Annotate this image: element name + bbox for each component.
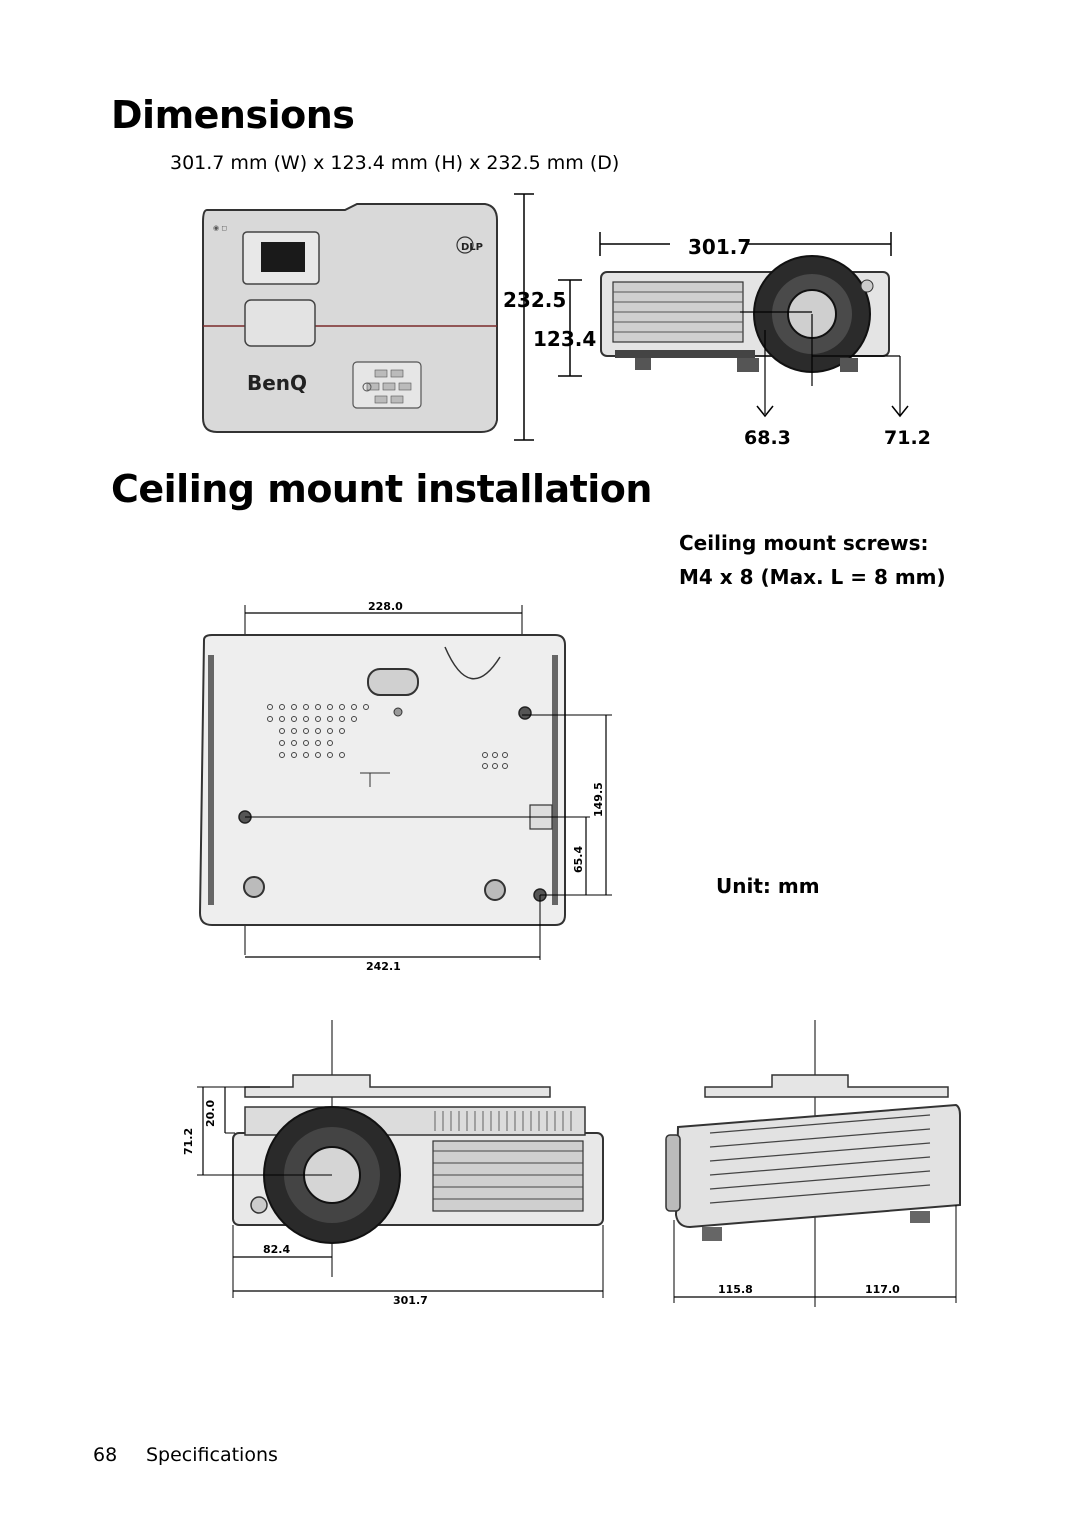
projector-front-view [599,232,909,418]
front-left-inner-label: 20.0 [204,1100,217,1127]
screws-label: Ceiling mount screws: [679,531,929,555]
depth-dimension-line [514,193,582,441]
lens-center-left-label: 68.3 [744,427,791,449]
page-number: 68 [93,1444,118,1466]
bottom-right-lower-label: 65.4 [572,846,585,873]
screws-spec: M4 x 8 (Max. L = 8 mm) [679,565,946,589]
dimensions-spec: 301.7 mm (W) x 123.4 mm (H) x 232.5 mm (… [170,152,620,174]
ceiling-side-view: 115.8 117.0 [665,1020,961,1307]
projector-bottom-view: 228.0 149.5 65.4 242.1 [198,600,612,973]
dlp-logo: DLP [461,242,483,253]
bottom-top-label: 228.0 [368,600,403,613]
lens-center-right-label: 71.2 [884,427,931,449]
svg-text:◉ ◻: ◉ ◻ [213,224,227,232]
height-label: 123.4 [533,327,597,351]
front-lens-offset-label: 82.4 [263,1243,290,1256]
ceiling-mount-title: Ceiling mount installation [111,467,652,511]
projector-top-view: BenQ DLP ◉ ◻ [202,203,498,433]
front-left-outer-label: 71.2 [182,1128,195,1155]
side-left-label: 115.8 [718,1283,753,1296]
brand-logo: BenQ [247,371,307,395]
section-name: Specifications [146,1444,278,1466]
depth-label: 232.5 [503,288,567,312]
side-right-label: 117.0 [865,1283,900,1296]
bottom-bottom-label: 242.1 [366,960,401,973]
width-label: 301.7 [688,235,752,259]
front-width-label: 301.7 [393,1294,428,1307]
unit-label: Unit: mm [716,874,820,898]
ceiling-front-view: 71.2 20.0 82.4 301.7 [182,1020,604,1307]
bottom-right-upper-label: 149.5 [592,782,605,817]
dimensions-title: Dimensions [111,93,355,137]
